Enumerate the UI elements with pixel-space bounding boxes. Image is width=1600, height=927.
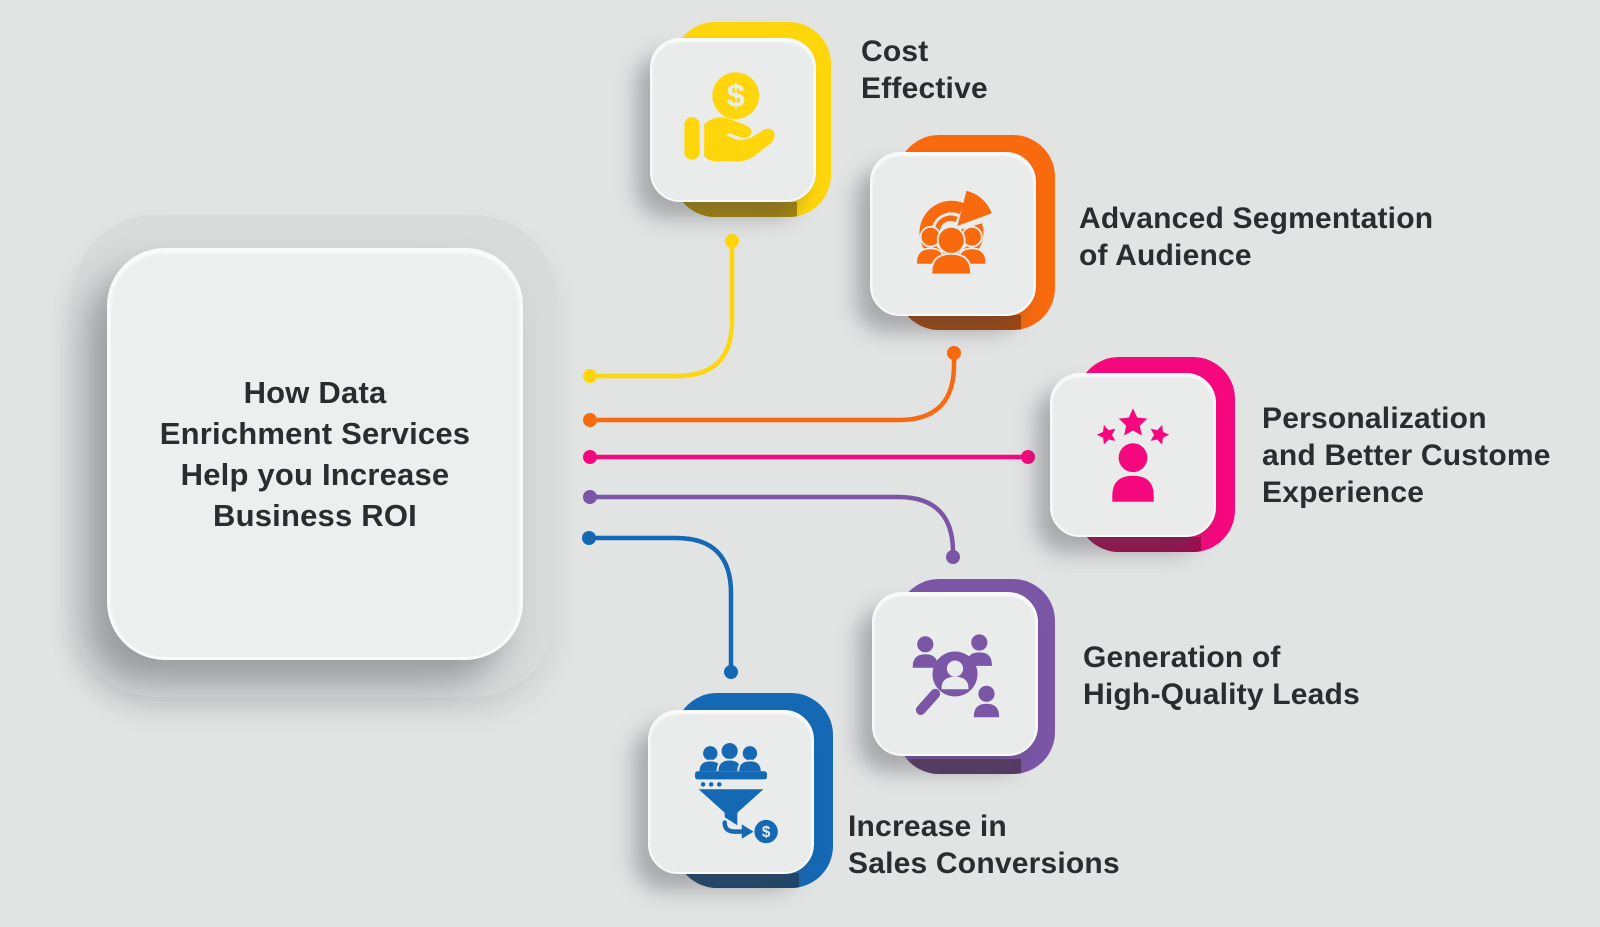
tile-card-personalization (1050, 373, 1216, 537)
tile-card-lead-generation (872, 592, 1038, 756)
sales-funnel-icon: $ (695, 741, 778, 844)
connector-lead-generation (583, 490, 960, 564)
connector-sales-conversions (582, 531, 738, 679)
tile-card-sales-conversions: $ (648, 710, 814, 874)
connector-personalization (583, 450, 1035, 464)
tile-card-cost-effective: $ (650, 38, 816, 202)
feature-label-cost-effective: Cost Effective (861, 35, 988, 105)
audience-segmentation-icon (915, 190, 992, 276)
hand-holding-dollar-icon: $ (684, 72, 775, 162)
feature-label-sales-conversions: Increase in Sales Conversions (848, 810, 1120, 880)
dollar-glyph: $ (727, 78, 745, 114)
title-line: Business ROI (213, 498, 417, 533)
connector-advanced-segmentation (583, 346, 961, 427)
feature-label-personalization: Personalization and Better Custome Exper… (1262, 402, 1551, 509)
tile-shadow-strip (1077, 537, 1201, 552)
title-line: Enrichment Services (159, 416, 471, 451)
tile-shadow-strip (897, 759, 1021, 774)
tile-shadow-strip (897, 315, 1021, 330)
title-card: How Data Enrichment Services Help you In… (107, 248, 523, 660)
customer-rating-icon (1096, 408, 1170, 502)
tile-shadow-strip (673, 202, 797, 217)
dollar-glyph: $ (762, 824, 771, 841)
title-line: Help you Increase (180, 457, 450, 492)
tile-shadow-strip (675, 873, 799, 888)
connector-cost-effective (583, 234, 739, 383)
title-line: How Data (243, 375, 387, 410)
lead-search-icon (910, 632, 1001, 719)
page-title: How Data Enrichment Services Help you In… (160, 372, 471, 536)
feature-label-advanced-segmentation: Advanced Segmentation of Audience (1079, 202, 1434, 272)
tile-card-advanced-segmentation (870, 152, 1036, 316)
feature-label-lead-generation: Generation of High-Quality Leads (1083, 641, 1360, 711)
